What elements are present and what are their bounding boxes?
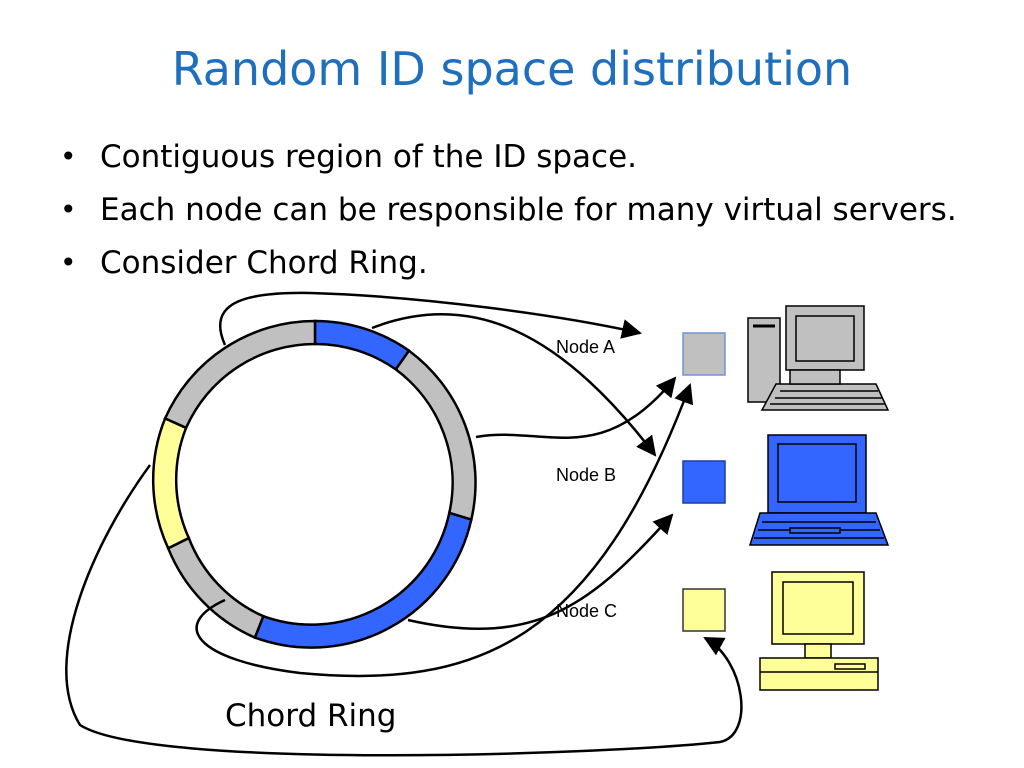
arrow-gray1-to-node-a xyxy=(475,376,677,439)
bullet-icon: • xyxy=(60,140,77,173)
bullet-icon: • xyxy=(60,193,77,226)
arrow-blue2-to-node-b xyxy=(407,513,674,630)
ring-segment-gray-2 xyxy=(166,536,265,640)
bullet-text: Each node can be responsible for many vi… xyxy=(100,192,957,228)
bullet-text: Contiguous region of the ID space. xyxy=(100,139,637,175)
arrow-yellow-to-node-c xyxy=(65,464,743,757)
ring-segment-gray-3 xyxy=(163,319,317,430)
arrow-gray2-to-node-a xyxy=(195,383,694,678)
bullet-icon: • xyxy=(60,246,77,279)
bullet-item: • Each node can be responsible for many v… xyxy=(56,186,957,239)
bullet-item: • Contiguous region of the ID space. xyxy=(56,133,957,186)
node-b-square xyxy=(682,460,726,504)
ring-segment-yellow xyxy=(151,416,191,550)
ring-segment-blue-1 xyxy=(313,319,411,372)
arrow-blue1-to-node-b xyxy=(371,313,657,457)
slide-title: Random ID space distribution xyxy=(171,42,853,96)
node-c-label: Node C xyxy=(556,601,617,621)
node-b-label: Node B xyxy=(556,465,616,485)
node-a-square xyxy=(682,332,726,376)
desktop-computer-icon xyxy=(759,571,879,691)
laptop-computer-icon xyxy=(748,434,890,546)
ring-segment-blue-2 xyxy=(253,511,473,649)
node-a-label: Node A xyxy=(556,337,615,357)
connector-arrows xyxy=(65,291,743,757)
desktop-tower-computer-icon xyxy=(747,305,890,411)
bullet-text: Consider Chord Ring. xyxy=(100,245,428,281)
chord-ring-label: Chord Ring xyxy=(225,698,396,734)
arrow-gray3-to-node-a xyxy=(218,291,642,346)
chord-ring xyxy=(151,319,477,649)
bullet-list: • Contiguous region of the ID space. • Eac… xyxy=(56,133,957,292)
ring-segment-gray-1 xyxy=(394,348,477,522)
node-c-square xyxy=(682,588,726,632)
bullet-item: • Consider Chord Ring. xyxy=(56,239,957,292)
